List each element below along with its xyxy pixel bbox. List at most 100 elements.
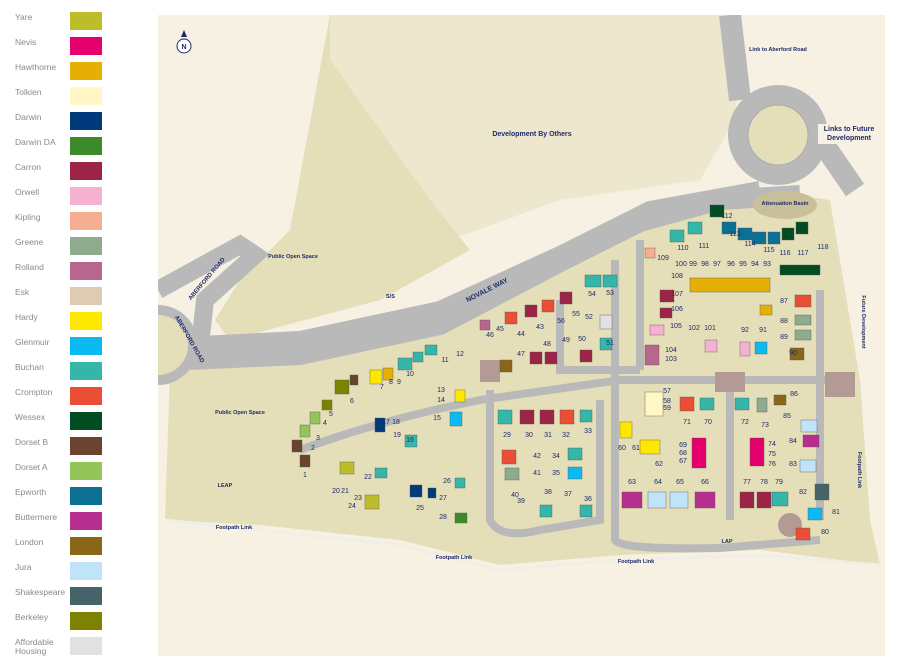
houses-layer	[291, 204, 830, 541]
legend-label: Buchan	[15, 362, 44, 372]
plot-number: 3	[316, 435, 320, 442]
plot-number: 84	[789, 438, 797, 445]
plot-number: 102	[688, 325, 700, 332]
plot-number: 24	[348, 503, 356, 510]
label-footpath-link-3: Footpath Link	[618, 559, 655, 565]
plot-number: 70	[704, 419, 712, 426]
house-london	[499, 359, 513, 373]
plot-number: 9	[397, 379, 401, 386]
house-buchan	[699, 397, 715, 411]
house-jura	[800, 419, 818, 433]
legend-item: Glenmuir	[15, 337, 135, 357]
plot-number: 43	[536, 324, 544, 331]
plot-number: 4	[323, 420, 327, 427]
roundabout-west-island	[158, 315, 188, 375]
plot-number: 56	[557, 318, 565, 325]
plot-number: 58	[663, 398, 671, 405]
house-crompton	[795, 527, 811, 541]
legend-item: Carron	[15, 162, 135, 182]
legend-label: Greene	[15, 237, 44, 247]
house-berkeley	[321, 399, 333, 411]
legend-swatch	[70, 262, 102, 280]
house-rolland	[479, 319, 491, 331]
legend-swatch	[70, 587, 102, 605]
legend-label: Kipling	[15, 212, 41, 222]
legend-label: Crompton	[15, 387, 53, 397]
legend-item: Crompton	[15, 387, 135, 407]
plot-number: 23	[354, 495, 362, 502]
plot-number: 103	[665, 356, 677, 363]
house-buchan	[497, 409, 513, 425]
plot-number: 41	[533, 470, 541, 477]
plot-number: 108	[671, 273, 683, 280]
plot-number: 14	[437, 397, 445, 404]
plot-number: 72	[741, 419, 749, 426]
legend-item: Yare	[15, 12, 135, 32]
house-carron	[519, 409, 535, 425]
plot-number: 86	[790, 391, 798, 398]
plot-number: 63	[628, 479, 636, 486]
house-shakespeare	[814, 483, 830, 501]
plot-number: 5	[329, 411, 333, 418]
plot-number: 87	[780, 298, 788, 305]
house-crompton	[501, 449, 517, 465]
plot-number: 59	[663, 405, 671, 412]
plot-number: 10	[406, 371, 414, 378]
legend-swatch	[70, 337, 102, 355]
label-footpath-link-east: Footpath Link	[856, 452, 862, 489]
house-jura	[799, 459, 817, 473]
plot-number: 93	[763, 261, 771, 268]
legend-label: Esk	[15, 287, 30, 297]
legend-label: Dorset B	[15, 437, 49, 447]
plot-number: 77	[743, 479, 751, 486]
plot-number: 45	[496, 326, 504, 333]
label-future-development: Future Development	[860, 295, 866, 348]
house-carron	[659, 307, 673, 319]
house-buchan	[599, 337, 613, 351]
legend-item: Rolland	[15, 262, 135, 282]
plot-number: 95	[739, 261, 747, 268]
house-affordable-housing	[599, 314, 613, 330]
house-hawthorne	[382, 367, 394, 381]
plot-number: 92	[741, 327, 749, 334]
legend-item: Buttermere	[15, 512, 135, 532]
plot-number: 6	[350, 398, 354, 405]
house-buchan	[771, 491, 789, 507]
legend-label: Affordable Housing	[15, 637, 54, 656]
plot-number: 20	[332, 488, 340, 495]
house-wessex	[779, 264, 821, 276]
legend-label: Dorset A	[15, 462, 48, 472]
paved-square	[825, 372, 855, 397]
legend-label: Darwin	[15, 112, 42, 122]
plot-number: 71	[683, 419, 691, 426]
legend-swatch	[70, 412, 102, 430]
legend-item: Dorset A	[15, 462, 135, 482]
roundabout-island	[747, 104, 809, 166]
plot-number: 118	[817, 244, 828, 251]
legend-swatch	[70, 87, 102, 105]
legend-label: Glenmuir	[15, 337, 50, 347]
house-orwell	[704, 339, 718, 353]
house-dorset-b	[349, 374, 359, 386]
house-darwin-da	[454, 512, 468, 524]
plot-number: 49	[562, 337, 570, 344]
house-dorset-a	[309, 411, 321, 425]
legend-swatch	[70, 437, 102, 455]
house-carron	[539, 409, 555, 425]
house-buchan	[424, 344, 438, 356]
label-leap: LEAP	[218, 483, 233, 489]
house-yare	[364, 494, 380, 510]
attenuation-basin	[753, 191, 817, 219]
house-jura	[647, 491, 667, 509]
plot-number: 83	[789, 461, 797, 468]
plot-number: 26	[443, 478, 451, 485]
legend-item: Wessex	[15, 412, 135, 432]
house-epworth	[751, 231, 767, 245]
plot-number: 36	[584, 496, 592, 503]
legend-item: Nevis	[15, 37, 135, 57]
house-carron	[579, 349, 593, 363]
legend-item: Greene	[15, 237, 135, 257]
house-dorset-b	[299, 454, 311, 468]
legend-item: London	[15, 537, 135, 557]
